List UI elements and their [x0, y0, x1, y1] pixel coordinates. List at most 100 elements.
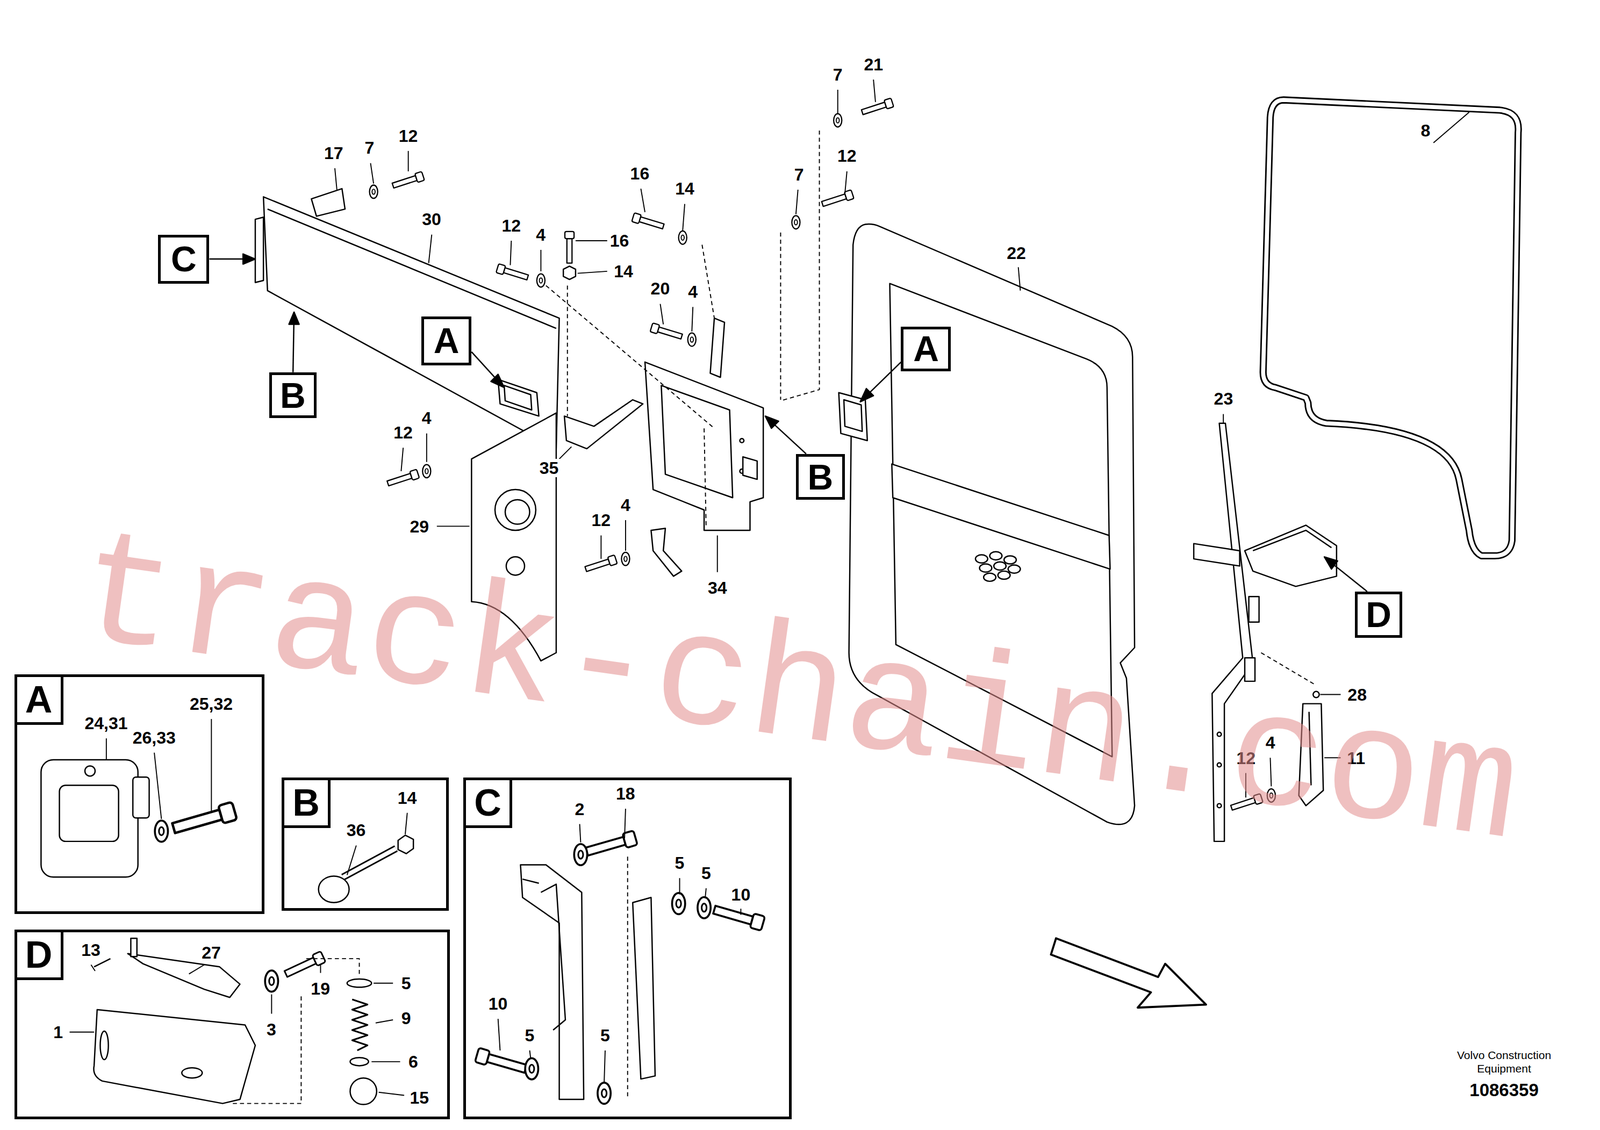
- split-pin: [94, 958, 111, 967]
- callout-number: 27: [199, 943, 223, 963]
- callout-number: 2: [572, 800, 586, 819]
- spring: [352, 999, 368, 1051]
- plate-cutout: [661, 385, 733, 498]
- assembly-line: [704, 428, 707, 529]
- callout-number: 9: [399, 1009, 413, 1028]
- rubber-buffer: [318, 876, 350, 903]
- latch-handle: [498, 379, 540, 416]
- direction-arrow: [1050, 938, 1206, 1008]
- callout-number: 13: [79, 941, 103, 960]
- bolt: [496, 263, 529, 283]
- callout-number: 5: [399, 974, 413, 993]
- lock-cylinder: [84, 765, 96, 777]
- callout-number: 36: [345, 821, 368, 840]
- link-bar: [632, 897, 656, 1080]
- washer: [422, 464, 431, 479]
- nut: [563, 266, 576, 280]
- bolt: [631, 212, 665, 232]
- door-seal: [1263, 99, 1519, 556]
- leader-line: [373, 983, 393, 985]
- callout-box: D: [1354, 591, 1402, 638]
- door-stop-bracket: [1252, 530, 1332, 551]
- leader-line: [844, 171, 848, 195]
- leader-line: [90, 965, 96, 972]
- leader-line: [375, 1020, 393, 1024]
- plate-hinge: [742, 456, 758, 480]
- callout-number: 17: [322, 144, 346, 163]
- leader-line: [1222, 414, 1224, 424]
- callout-number: 18: [614, 784, 637, 803]
- detail-panel: C: [463, 777, 792, 1120]
- hinge-leaf: [1193, 543, 1240, 567]
- callout-number: 6: [406, 1052, 420, 1072]
- callout-letter: B: [807, 459, 834, 495]
- callout-number: 34: [706, 578, 729, 598]
- callout-letter: B: [280, 377, 306, 414]
- panel-edge: [267, 209, 557, 329]
- callout-box: A: [900, 326, 951, 372]
- bolt: [821, 189, 855, 208]
- leader-line: [540, 249, 542, 272]
- leader-line: [334, 168, 337, 190]
- stop-bracket: [93, 1009, 256, 1104]
- washer: [154, 820, 168, 842]
- bolt: [475, 1048, 528, 1076]
- leader-line: [740, 908, 742, 915]
- side-panel: [263, 196, 559, 449]
- leader-line: [529, 1050, 532, 1059]
- callout-number: 21: [862, 55, 885, 74]
- leader-line: [716, 535, 719, 572]
- washer: [621, 552, 630, 566]
- washer: [536, 274, 545, 288]
- callout-number: 4: [619, 496, 633, 515]
- assembly-line: [567, 285, 569, 416]
- assembly-line: [627, 856, 629, 1100]
- leader-line: [498, 1019, 501, 1051]
- leader-line: [407, 151, 410, 172]
- callout-number: 12: [397, 126, 420, 146]
- door-crossbar: [891, 464, 1110, 570]
- assembly-line: [232, 994, 301, 1104]
- washer: [349, 1057, 369, 1066]
- detail-panel: B: [281, 777, 449, 912]
- panel-hole: [505, 499, 530, 525]
- washer: [833, 113, 842, 128]
- latch-handle: [843, 399, 863, 432]
- leader-line: [682, 204, 685, 231]
- lever-pin: [130, 938, 137, 957]
- bolt: [584, 830, 638, 859]
- washer: [597, 1082, 611, 1104]
- callout-number: 25,32: [188, 694, 235, 714]
- leader-line: [69, 1031, 95, 1033]
- leader-line: [378, 1092, 405, 1096]
- leader-line: [370, 163, 374, 184]
- leader-line: [105, 738, 107, 760]
- leader-line: [600, 535, 602, 559]
- callout-box: C: [158, 234, 210, 284]
- detail-letter: D: [14, 929, 64, 981]
- bolt: [386, 469, 420, 488]
- door-grille: [975, 551, 1021, 582]
- ball: [349, 1078, 377, 1105]
- callout-number: 24,31: [82, 714, 129, 733]
- callout-number: 7: [831, 65, 845, 84]
- callout-number: 30: [420, 210, 443, 229]
- stop-lever: [127, 953, 241, 999]
- callout-number: 7: [362, 138, 376, 157]
- leader-line: [705, 888, 707, 899]
- leader-line: [873, 79, 876, 103]
- bracket: [564, 399, 643, 449]
- assembly-line: [701, 245, 715, 319]
- callout-number: 12: [499, 216, 523, 235]
- leader-line: [154, 752, 162, 820]
- washer: [347, 979, 372, 988]
- callout-number: 12: [391, 423, 415, 442]
- leader-line: [659, 304, 664, 325]
- bolt: [650, 323, 684, 342]
- callout-number: 26,33: [131, 728, 178, 748]
- leader-line: [624, 808, 626, 839]
- assembly-line: [780, 130, 820, 401]
- callout-box: A: [421, 316, 472, 366]
- callout-number: 35: [537, 458, 561, 478]
- washer: [369, 184, 378, 199]
